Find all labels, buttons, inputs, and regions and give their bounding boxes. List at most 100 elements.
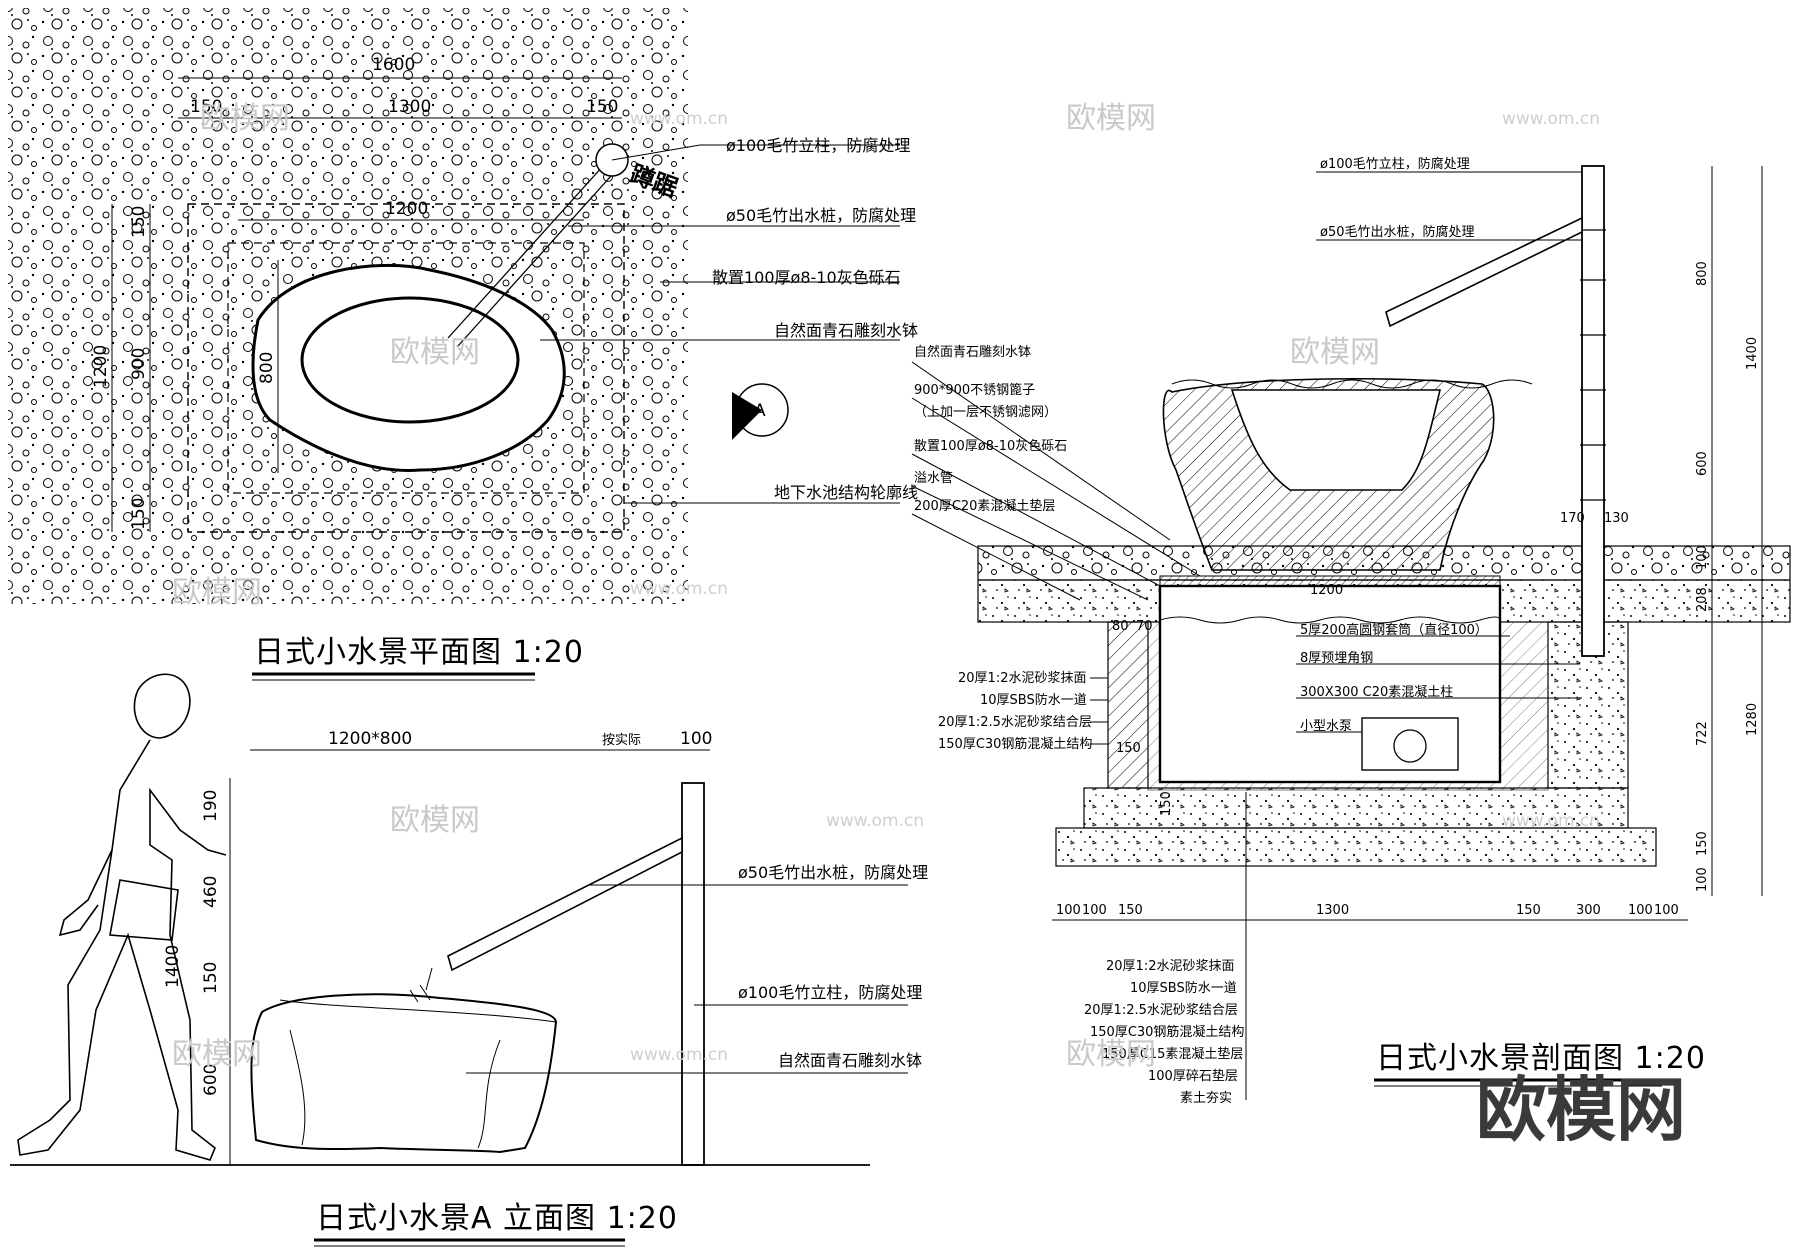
sec-dim-208: 208 xyxy=(1695,587,1710,612)
plan-dim-v900: 900 xyxy=(129,348,149,380)
sec-inner-label-2: 300X300 C20素混凝土柱 xyxy=(1300,684,1453,700)
plan-label-gravel: 散置100厚ø8-10灰色砾石 xyxy=(712,268,901,287)
human-figure xyxy=(17,673,227,1161)
sec-bottom-label-4: 150厚C15素混凝土垫层 xyxy=(1102,1046,1243,1062)
plan-label-spout: ø50毛竹出水桩，防腐处理 xyxy=(726,206,916,225)
elev-dim-post: 100 xyxy=(680,729,712,749)
sec-label-c20: 200厚C20素混凝土垫层 xyxy=(914,498,1055,514)
plan-label-basin: 自然面青石雕刻水钵 xyxy=(774,321,918,340)
elev-dim-150: 150 xyxy=(201,962,221,994)
sec-bdim-1: 100 xyxy=(1082,903,1107,918)
watermark-site-2: 欧模网 xyxy=(1066,101,1156,136)
elev-dim-600: 600 xyxy=(201,1064,221,1096)
sec-dim-70: 70 xyxy=(1136,619,1153,634)
sec-dim-80: 80 xyxy=(1112,619,1129,634)
sec-bottom-label-0: 20厚1:2水泥砂浆抹面 xyxy=(1106,959,1234,974)
plan-dim-mid: 1300 xyxy=(388,97,431,117)
elev-dim-mid: 按实际 xyxy=(602,733,641,748)
sec-bdim-5: 300 xyxy=(1576,903,1601,918)
sec-label-grate: 900*900不锈钢篦子 xyxy=(914,383,1035,398)
plan-dim-inner: 1200 xyxy=(385,199,428,219)
elevation-title: 日式小水景A 立面图 1:20 xyxy=(316,1201,678,1236)
plan-label-post: ø100毛竹立柱，防腐处理 xyxy=(726,136,910,155)
plan-dim-right: 150 xyxy=(586,97,618,117)
watermark-url-1: www.om.cn xyxy=(630,109,728,129)
bamboo-spout-section xyxy=(1385,216,1583,328)
elev-dim-bowl: 1200*800 xyxy=(328,729,412,749)
plan-label-pool: 地下水池结构轮廓线 xyxy=(774,483,918,502)
section-marker-letter: A xyxy=(754,401,766,421)
sec-label-gravel: 散置100厚ø8-10灰色砾石 xyxy=(914,438,1067,454)
section-marker: A xyxy=(732,383,789,440)
plan-dim-left: 150 xyxy=(190,97,222,117)
sec-bdim-3: 1300 xyxy=(1316,903,1349,918)
sec-dim-100b: 100 xyxy=(1695,867,1710,892)
bamboo-post-section xyxy=(1581,165,1605,657)
plan-dim-v800: 800 xyxy=(257,352,277,384)
sec-bottom-label-5: 100厚碎石垫层 xyxy=(1148,1068,1238,1084)
elev-label-basin: 自然面青石雕刻水钵 xyxy=(778,1051,922,1070)
sec-wall-label-1: 10厚SBS防水一道 xyxy=(980,692,1087,708)
sec-dim-1280: 1280 xyxy=(1745,703,1760,736)
sec-label-basin: 自然面青石雕刻水钵 xyxy=(914,344,1031,360)
bamboo-post-elevation xyxy=(681,782,705,1166)
watermark-url-4: www.om.cn xyxy=(826,811,924,831)
elevation-view: 1200*800 按实际 100 190 460 150 600 1400 ø5… xyxy=(10,673,928,1247)
section-view: 800 1400 600 100 208 722 1280 150 100 10… xyxy=(911,156,1791,1106)
section-title: 日式小水景剖面图 1:20 xyxy=(1376,1041,1706,1076)
plan-dim-overall: 1600 xyxy=(372,55,415,75)
brand-logo-text: 欧模网 xyxy=(1476,1069,1686,1151)
watermark-site-7: 欧模网 xyxy=(172,1037,262,1072)
sec-bdim-6: 100 xyxy=(1628,903,1653,918)
sec-wall-label-3: 150厚C30钢筋混凝土结构 xyxy=(938,736,1092,752)
sec-dim-150: 150 xyxy=(1695,831,1710,856)
pool-outline-inner xyxy=(227,242,585,494)
watermark-url-2: www.om.cn xyxy=(1502,109,1600,129)
sec-label-spout: ø50毛竹出水桩，防腐处理 xyxy=(1320,224,1475,240)
elev-dim-190: 190 xyxy=(201,790,221,822)
sec-label-overflow: 溢水管 xyxy=(914,471,953,486)
watermark-site-6: 欧模网 xyxy=(390,803,480,838)
watermark-site-1: 欧模网 xyxy=(200,101,290,136)
sec-dim-722: 722 xyxy=(1695,721,1710,746)
plan-dim-v150-bot: 150 xyxy=(129,498,149,530)
watermark-site-3: 欧模网 xyxy=(390,335,480,370)
elev-label-spout: ø50毛竹出水桩，防腐处理 xyxy=(738,863,928,882)
watermark-url-5: www.om.cn xyxy=(1502,811,1600,831)
sec-dim-1400: 1400 xyxy=(1745,337,1760,370)
watermarks: 欧模网 www.om.cn 欧模网 www.om.cn 欧模网 欧模网 欧模网 … xyxy=(172,101,1686,1151)
sec-bdim-2: 150 xyxy=(1118,903,1143,918)
elev-dim-1400: 1400 xyxy=(163,945,183,988)
sec-label-post: ø100毛竹立柱，防腐处理 xyxy=(1320,156,1470,172)
bamboo-nodes xyxy=(1580,229,1606,501)
sec-dim-1200: 1200 xyxy=(1310,583,1343,598)
sec-wall-label-2: 20厚1:2.5水泥砂浆结合层 xyxy=(938,715,1092,730)
sec-bdim-0: 100 xyxy=(1056,903,1081,918)
stone-basin-section xyxy=(1162,377,1495,571)
plan-leader-lines xyxy=(540,144,900,504)
elev-dim-460: 460 xyxy=(201,876,221,908)
sec-dim-600: 600 xyxy=(1695,451,1710,476)
sec-dim-150v: 150 xyxy=(1159,791,1174,816)
plan-view: 1600 150 1300 150 1200 1200 900 150 150 … xyxy=(8,8,918,681)
plan-dim-v150-top: 150 xyxy=(129,206,149,238)
watermark-site-4: 欧模网 xyxy=(1290,335,1380,370)
sec-inner-label-1: 8厚预埋角钢 xyxy=(1300,651,1373,666)
watermark-site-5: 欧模网 xyxy=(172,575,262,610)
sec-bdim-7: 100 xyxy=(1654,903,1679,918)
sec-bdim-4: 150 xyxy=(1516,903,1541,918)
sec-bottom-label-1: 10厚SBS防水一道 xyxy=(1130,980,1237,996)
c30-slab xyxy=(1083,787,1629,829)
sec-label-filter: （上加一层不锈钢滤网） xyxy=(914,405,1057,420)
steel-grate xyxy=(1159,575,1501,587)
section-leader-lines xyxy=(911,171,1582,1100)
sec-wall-label-0: 20厚1:2水泥砂浆抹面 xyxy=(958,671,1086,686)
bamboo-spout-elevation xyxy=(447,836,683,972)
sec-dim-150h: 150 xyxy=(1116,741,1141,756)
watermark-url-3: www.om.cn xyxy=(630,579,728,599)
elev-label-post: ø100毛竹立柱，防腐处理 xyxy=(738,983,922,1002)
sec-bottom-label-3: 150厚C30钢筋混凝土结构 xyxy=(1090,1024,1244,1040)
sec-dim-100: 100 xyxy=(1695,545,1710,570)
pool-outline-outer xyxy=(187,203,625,533)
